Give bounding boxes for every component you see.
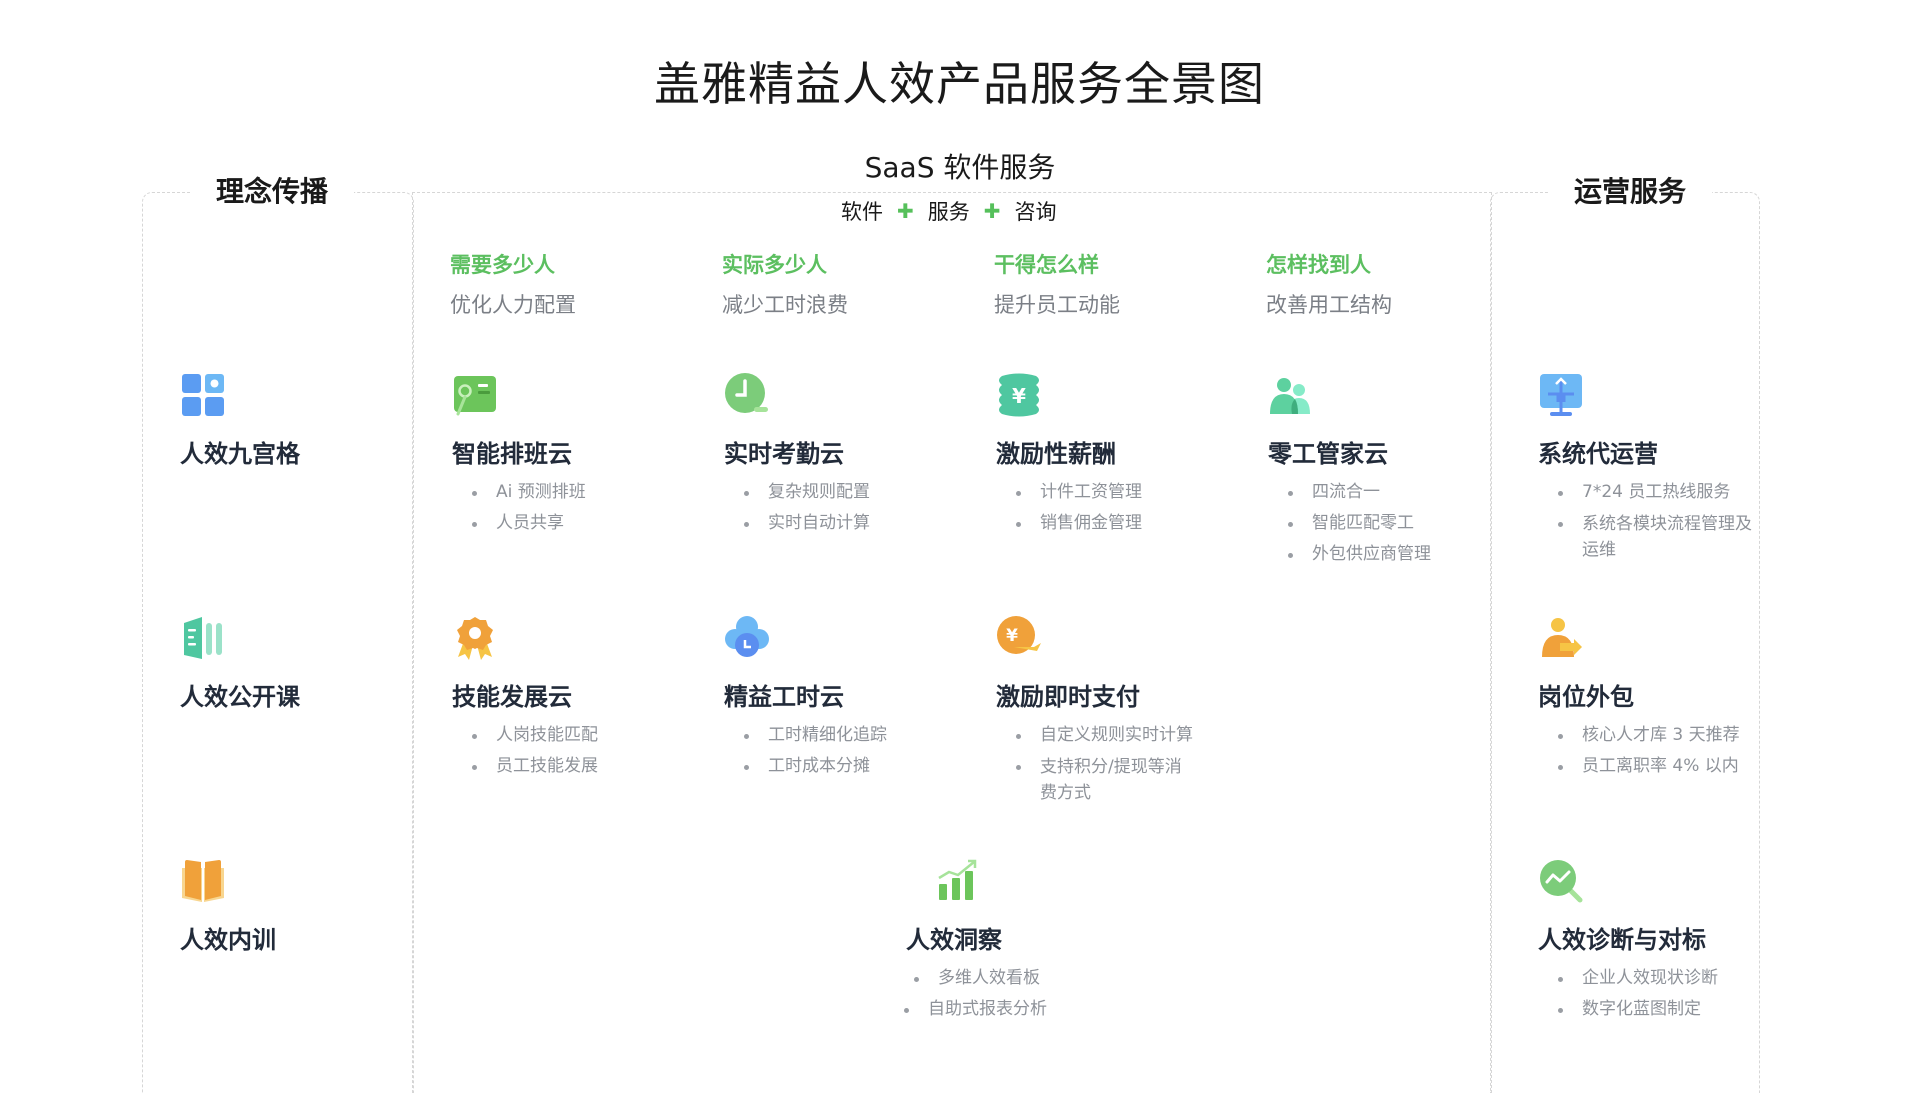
plus-icon: ✚ — [983, 199, 1001, 223]
item-name: 人效内训 — [180, 926, 276, 954]
person-arrow-icon — [1542, 618, 1582, 657]
item-bullets: 企业人效现状诊断 数字化蓝图制定 — [1538, 963, 1788, 1025]
product-bullets: 复杂规则配置 实时自动计算 — [724, 477, 974, 539]
bullet: 企业人效现状诊断 — [1558, 963, 1788, 994]
clock-icon — [725, 373, 768, 413]
product-bullets: 人岗技能匹配 员工技能发展 — [452, 720, 702, 782]
bullet: Ai 预测排班 — [472, 477, 702, 508]
bullet: 外包供应商管理 — [1288, 539, 1518, 570]
item-name: 岗位外包 — [1538, 683, 1634, 711]
grid-icon — [182, 374, 224, 416]
product-name: 零工管家云 — [1268, 440, 1388, 468]
people-icon — [1270, 378, 1310, 414]
bullet: 自定义规则实时计算 — [1016, 720, 1246, 751]
product-name: 智能排班云 — [452, 440, 572, 468]
bullet: 工时成本分摊 — [744, 751, 974, 782]
column-goal: 改善用工结构 — [1266, 293, 1392, 317]
bullet: 系统各模块流程管理及运维 — [1558, 508, 1752, 563]
bullet: 人岗技能匹配 — [472, 720, 702, 751]
bullet: 员工技能发展 — [472, 751, 702, 782]
signpost-monitor-icon — [1540, 374, 1582, 416]
svg-text:¥: ¥ — [1012, 384, 1026, 408]
bullet: 支持积分/提现等消费方式 — [1016, 751, 1190, 806]
bullet: 员工离职率 4% 以内 — [1558, 751, 1788, 782]
left-item-grid[interactable]: 人效九宫格 — [180, 372, 430, 469]
product-name: 实时考勤云 — [724, 440, 844, 468]
yuan-pay-icon: ¥ — [997, 616, 1041, 654]
bullet: 多维人效看板 — [914, 963, 1156, 994]
product-bullets: 工时精细化追踪 工时成本分摊 — [724, 720, 974, 782]
schedule-card-icon — [454, 376, 496, 416]
bullet: 实时自动计算 — [744, 508, 974, 539]
yuan-coins-icon: ¥ — [999, 373, 1039, 417]
product-name: 人效洞察 — [906, 926, 1002, 954]
bullet: 7*24 员工热线服务 — [1558, 477, 1788, 508]
book-icon — [182, 860, 224, 902]
award-badge-icon — [457, 617, 493, 660]
column-question: 怎样找到人 — [1266, 253, 1371, 277]
product-incentive-pay[interactable]: ¥ 激励性薪酬 计件工资管理 销售佣金管理 — [996, 372, 1246, 539]
product-realtime-attendance[interactable]: 实时考勤云 复杂规则配置 实时自动计算 — [724, 372, 974, 539]
product-name: 技能发展云 — [452, 683, 572, 711]
bullet: 工时精细化追踪 — [744, 720, 974, 751]
product-bullets: Ai 预测排班 人员共享 — [452, 477, 702, 539]
item-name: 人效公开课 — [180, 683, 300, 711]
product-efficiency-insight[interactable]: 人效洞察 多维人效看板 自助式报表分析 — [904, 858, 1156, 1025]
bullet: 数字化蓝图制定 — [1558, 994, 1788, 1025]
bullet: 四流合一 — [1288, 477, 1518, 508]
column-goal: 提升员工动能 — [994, 293, 1120, 317]
subtitle-service: 服务 — [927, 200, 970, 224]
product-smart-scheduling[interactable]: 智能排班云 Ai 预测排班 人员共享 — [452, 372, 702, 539]
product-instant-incentive-payment[interactable]: ¥ 激励即时支付 自定义规则实时计算 支持积分/提现等消费方式 — [996, 615, 1246, 806]
product-name: 激励性薪酬 — [996, 440, 1116, 468]
left-item-open-course[interactable]: 人效公开课 — [180, 615, 430, 712]
bullet: 人员共享 — [472, 508, 702, 539]
cloud-clock-icon — [725, 616, 769, 657]
saas-subtitle: 软件 ✚ 服务 ✚ 咨询 — [817, 196, 1081, 226]
item-bullets: 7*24 员工热线服务 系统各模块流程管理及运维 — [1538, 477, 1788, 563]
right-group-label: 运营服务 — [1548, 170, 1713, 210]
plus-icon: ✚ — [897, 199, 914, 223]
right-item-job-outsourcing[interactable]: 岗位外包 核心人才库 3 天推荐 员工离职率 4% 以内 — [1538, 615, 1788, 782]
bullet: 复杂规则配置 — [744, 477, 974, 508]
product-lean-hours[interactable]: 精益工时云 工时精细化追踪 工时成本分摊 — [724, 615, 974, 782]
subtitle-consulting: 咨询 — [1014, 200, 1057, 224]
item-bullets: 核心人才库 3 天推荐 员工离职率 4% 以内 — [1538, 720, 1788, 782]
left-item-training[interactable]: 人效内训 — [180, 858, 430, 955]
page-title: 盖雅精益人效产品服务全景图 — [654, 57, 1265, 111]
svg-text:¥: ¥ — [1006, 626, 1018, 646]
item-name: 人效九宫格 — [180, 440, 300, 468]
product-bullets: 计件工资管理 销售佣金管理 — [996, 477, 1246, 539]
column-question: 干得怎么样 — [994, 253, 1099, 277]
bullet: 自助式报表分析 — [904, 994, 1156, 1025]
bullet: 核心人才库 3 天推荐 — [1558, 720, 1788, 751]
product-name: 精益工时云 — [724, 683, 844, 711]
product-bullets: 自定义规则实时计算 支持积分/提现等消费方式 — [996, 720, 1246, 806]
saas-title: SaaS 软件服务 — [864, 151, 1056, 184]
column-question: 需要多少人 — [450, 253, 555, 277]
bar-chart-trend-icon — [938, 859, 977, 900]
middle-group-frame — [412, 192, 1492, 1093]
product-bullets: 多维人效看板 自助式报表分析 — [904, 963, 1156, 1025]
bullet: 智能匹配零工 — [1288, 508, 1518, 539]
product-skill-development[interactable]: 技能发展云 人岗技能匹配 员工技能发展 — [452, 615, 702, 782]
product-gig-manager[interactable]: 零工管家云 四流合一 智能匹配零工 外包供应商管理 — [1268, 372, 1518, 570]
bullet: 销售佣金管理 — [1016, 508, 1246, 539]
subtitle-software: 软件 — [841, 200, 883, 224]
item-name: 系统代运营 — [1538, 440, 1658, 468]
column-goal: 减少工时浪费 — [722, 293, 848, 317]
column-question: 实际多少人 — [722, 253, 827, 277]
open-course-icon — [184, 617, 222, 659]
column-goal: 优化人力配置 — [450, 293, 576, 317]
right-item-diagnosis-benchmark[interactable]: 人效诊断与对标 企业人效现状诊断 数字化蓝图制定 — [1538, 858, 1788, 1025]
bullet: 计件工资管理 — [1016, 477, 1246, 508]
left-group-label: 理念传播 — [190, 170, 355, 210]
item-name: 人效诊断与对标 — [1538, 926, 1706, 954]
saas-header: SaaS 软件服务 — [800, 146, 1120, 186]
product-name: 激励即时支付 — [996, 683, 1140, 711]
trend-search-icon — [1540, 860, 1583, 903]
product-bullets: 四流合一 智能匹配零工 外包供应商管理 — [1268, 477, 1518, 570]
right-item-system-operation[interactable]: 系统代运营 7*24 员工热线服务 系统各模块流程管理及运维 — [1538, 372, 1788, 563]
